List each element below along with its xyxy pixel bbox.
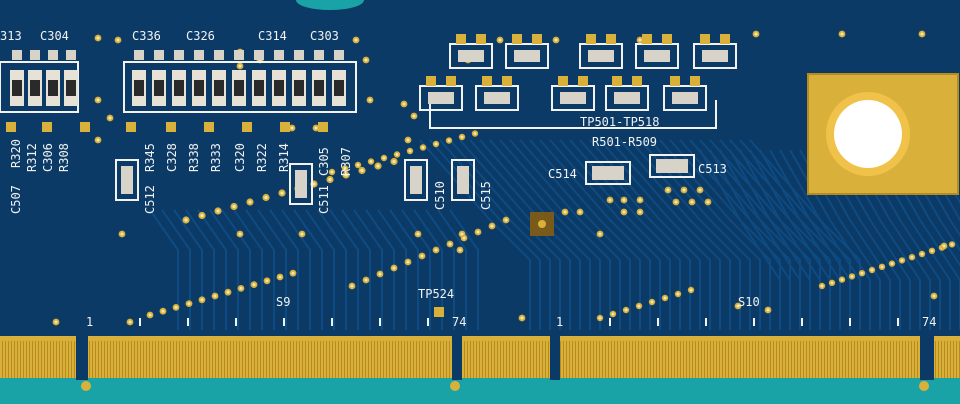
label-c305: C305 — [317, 147, 331, 176]
test-point-blocks — [419, 34, 737, 111]
center-pad-dot — [538, 220, 546, 228]
label-c313: 313 — [0, 29, 22, 43]
label-c515: C515 — [479, 181, 493, 210]
label-s10: S10 — [738, 295, 760, 309]
tp-bracket — [429, 100, 717, 129]
label-c314: C314 — [258, 29, 287, 43]
label-c306: C306 — [41, 143, 55, 172]
label-pin74-right: 74 — [922, 315, 936, 329]
label-c512: C512 — [143, 185, 157, 214]
label-s9: S9 — [276, 295, 290, 309]
label-c514: C514 — [548, 167, 577, 181]
label-c320: C320 — [233, 143, 247, 172]
label-c507: C507 — [9, 185, 23, 214]
component-c511 — [289, 163, 313, 205]
label-pin1-right: 1 — [556, 315, 563, 329]
label-c510: C510 — [433, 181, 447, 210]
label-r322: R322 — [255, 143, 269, 172]
label-c513: C513 — [698, 162, 727, 176]
component-c512 — [115, 159, 139, 201]
label-tp-range: TP501-TP518 — [580, 115, 659, 129]
label-c336: C336 — [132, 29, 161, 43]
label-r314: R314 — [277, 143, 291, 172]
label-r345: R345 — [143, 143, 157, 172]
pad-row — [6, 122, 328, 132]
label-c303: C303 — [310, 29, 339, 43]
mounting-hole — [807, 73, 959, 195]
label-r333: R333 — [209, 143, 223, 172]
resistor-array-center — [123, 61, 357, 113]
label-r308: R308 — [57, 143, 71, 172]
label-c511: C511 — [317, 185, 331, 214]
label-pin74-left: 74 — [452, 315, 466, 329]
label-c326: C326 — [186, 29, 215, 43]
component-c513 — [649, 154, 695, 178]
label-c328: C328 — [165, 143, 179, 172]
connector-notches — [76, 336, 934, 380]
label-tp524: TP524 — [418, 287, 454, 301]
label-r338: R338 — [187, 143, 201, 172]
label-r307: R307 — [339, 147, 353, 176]
via-dots — [52, 30, 956, 326]
component-c510 — [404, 159, 428, 201]
label-r-range: R501-R509 — [592, 135, 657, 149]
tp524-pad — [434, 307, 444, 317]
silkscreen-labels: 313 C304 C336 C326 C314 C303 C507 R320 R… — [0, 29, 936, 329]
label-r312: R312 — [25, 143, 39, 172]
label-c304: C304 — [40, 29, 69, 43]
pin-ticks — [139, 318, 899, 326]
label-r320: R320 — [9, 139, 23, 168]
label-pin1-left: 1 — [86, 315, 93, 329]
component-c514 — [585, 161, 631, 185]
component-c515 — [451, 159, 475, 201]
edge-dots — [81, 381, 929, 391]
top-edge-tab — [296, 0, 364, 10]
